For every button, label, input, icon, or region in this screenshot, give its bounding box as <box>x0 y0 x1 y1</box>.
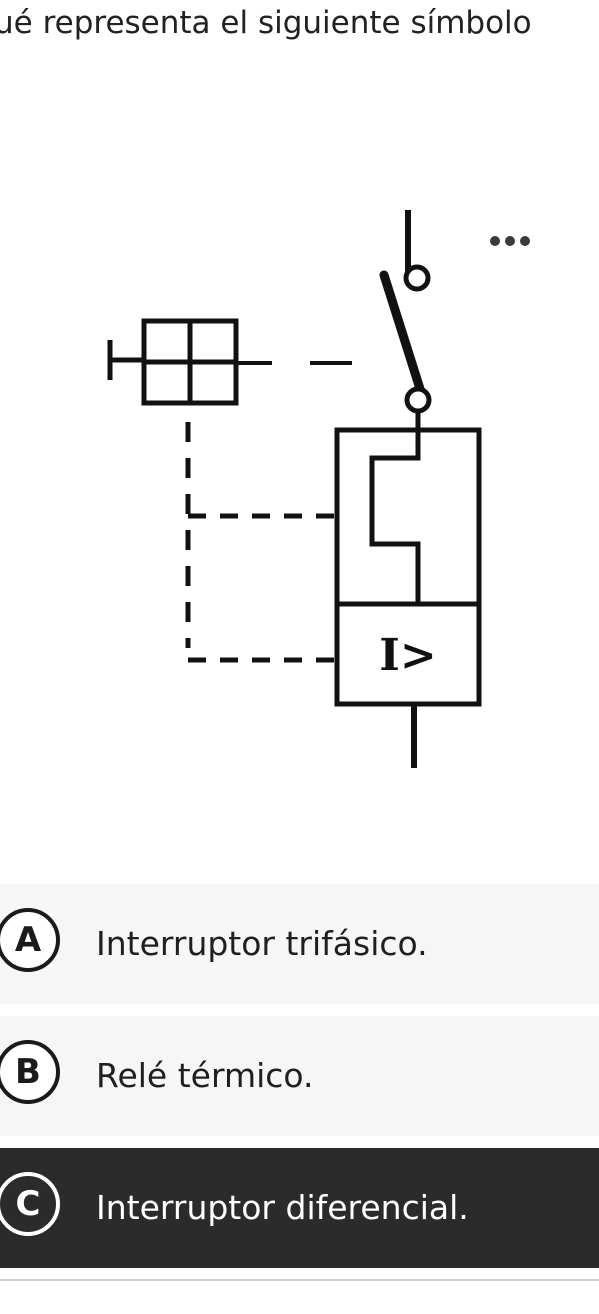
top-terminal <box>403 264 431 292</box>
question-text: ué representa el siguiente símbolo <box>0 5 532 41</box>
option-a[interactable]: A Interruptor trifásico. <box>0 884 599 1004</box>
bottom-terminal <box>404 386 432 414</box>
more-options-button[interactable] <box>478 226 542 256</box>
option-a-label: Interruptor trifásico. <box>96 924 428 963</box>
relay-label: I> <box>379 630 436 681</box>
option-b[interactable]: B Relé térmico. <box>0 1016 599 1136</box>
option-c-label: Interruptor diferencial. <box>96 1188 469 1227</box>
circuit-breaker-symbol-image: I> <box>107 210 482 768</box>
thermal-element <box>369 430 421 604</box>
option-b-label: Relé térmico. <box>96 1056 314 1095</box>
switch-blade <box>379 270 426 397</box>
option-a-letter-badge: A <box>0 908 60 972</box>
option-b-letter-badge: B <box>0 1040 60 1104</box>
bottom-divider <box>0 1279 599 1281</box>
more-options-icon <box>520 236 530 246</box>
option-c-letter-badge: C <box>0 1172 60 1236</box>
device-body <box>334 427 482 707</box>
more-options-icon <box>505 236 515 246</box>
option-c[interactable]: C Interruptor diferencial. <box>0 1148 599 1268</box>
more-options-icon <box>490 236 500 246</box>
